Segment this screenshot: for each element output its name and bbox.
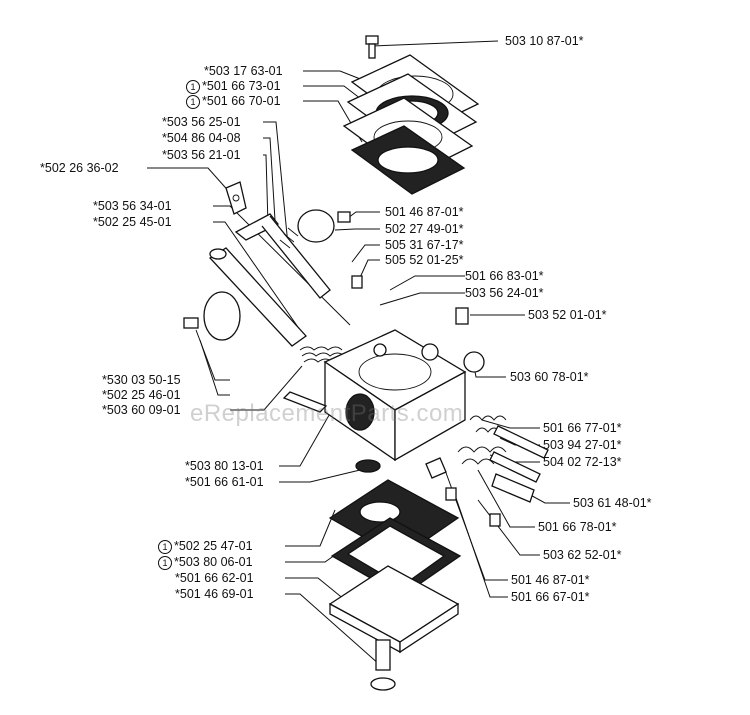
- label-503-56-34-01: *503 56 34-01: [93, 199, 172, 213]
- choke-shaft-part: [183, 247, 307, 347]
- label-501-66-78-01: 501 66 78-01*: [538, 520, 617, 534]
- label-501-66-83-01: 501 66 83-01*: [465, 269, 544, 283]
- label-503-94-27-01: 503 94 27-01*: [543, 438, 622, 452]
- label-502-25-45-01: *502 25 45-01: [93, 215, 172, 229]
- throttle-shaft-assembly: [234, 209, 363, 299]
- label-503-56-24-01: 503 56 24-01*: [465, 286, 544, 300]
- label-503-10-87-01: 503 10 87-01*: [505, 34, 584, 48]
- pump-cover-and-gaskets: [342, 54, 480, 195]
- small-parts: [355, 457, 501, 527]
- label-503-56-25-01: *503 56 25-01: [162, 115, 241, 129]
- label-505-52-01-25: 505 52 01-25*: [385, 253, 464, 267]
- label-502-26-36-02: *502 26 36-02: [40, 161, 119, 175]
- label-503-60-09-01: *503 60 09-01: [102, 403, 181, 417]
- watermark-text: eReplacementParts.com: [190, 400, 464, 427]
- label-503-52-01-01: 503 52 01-01*: [528, 308, 607, 322]
- label-501-46-69-01: *501 46 69-01: [175, 587, 254, 601]
- leader-lines: [147, 40, 570, 666]
- label-503-80-06-01-text: *503 80 06-01: [174, 555, 253, 569]
- adjusting-needles: [489, 425, 549, 503]
- lever-bracket-part: [225, 181, 247, 215]
- label-501-66-61-01: *501 66 61-01: [185, 475, 264, 489]
- carburetor-body-part: [282, 307, 485, 462]
- label-501-46-87-01-a: 501 46 87-01*: [385, 205, 464, 219]
- label-504-86-04-08: *504 86 04-08: [162, 131, 241, 145]
- label-501-66-73-01-text: *501 66 73-01: [202, 79, 281, 93]
- label-503-80-06-01: 1*503 80 06-01: [158, 555, 253, 570]
- metering-diaphragm-and-cover: [328, 479, 462, 691]
- label-504-02-72-13: 504 02 72-13*: [543, 455, 622, 469]
- label-503-80-13-01: *503 80 13-01: [185, 459, 264, 473]
- label-503-17-63-01: *503 17 63-01: [204, 64, 283, 78]
- note-1-marker: 1: [186, 95, 200, 109]
- label-501-66-67-01: 501 66 67-01*: [511, 590, 590, 604]
- label-501-66-70-01: 1*501 66 70-01: [186, 94, 281, 109]
- label-503-60-78-01: 503 60 78-01*: [510, 370, 589, 384]
- label-501-66-73-01: 1*501 66 73-01: [186, 79, 281, 94]
- label-502-25-47-01: 1*502 25 47-01: [158, 539, 253, 554]
- label-503-62-52-01: 503 62 52-01*: [543, 548, 622, 562]
- label-502-27-49-01: 502 27 49-01*: [385, 222, 464, 236]
- label-501-66-77-01: 501 66 77-01*: [543, 421, 622, 435]
- note-1-marker: 1: [186, 80, 200, 94]
- label-501-66-62-01: *501 66 62-01: [175, 571, 254, 585]
- label-503-61-48-01: 503 61 48-01*: [573, 496, 652, 510]
- label-501-66-70-01-text: *501 66 70-01: [202, 94, 281, 108]
- label-503-56-21-01: *503 56 21-01: [162, 148, 241, 162]
- label-501-46-87-01-b: 501 46 87-01*: [511, 573, 590, 587]
- label-530-03-50-15: *530 03 50-15: [102, 373, 181, 387]
- note-1-marker: 1: [158, 556, 172, 570]
- top-screw-part: [365, 35, 379, 59]
- label-505-31-67-17: 505 31 67-17*: [385, 238, 464, 252]
- note-1-marker: 1: [158, 540, 172, 554]
- label-502-25-47-01-text: *502 25 47-01: [174, 539, 253, 553]
- label-502-25-46-01: *502 25 46-01: [102, 388, 181, 402]
